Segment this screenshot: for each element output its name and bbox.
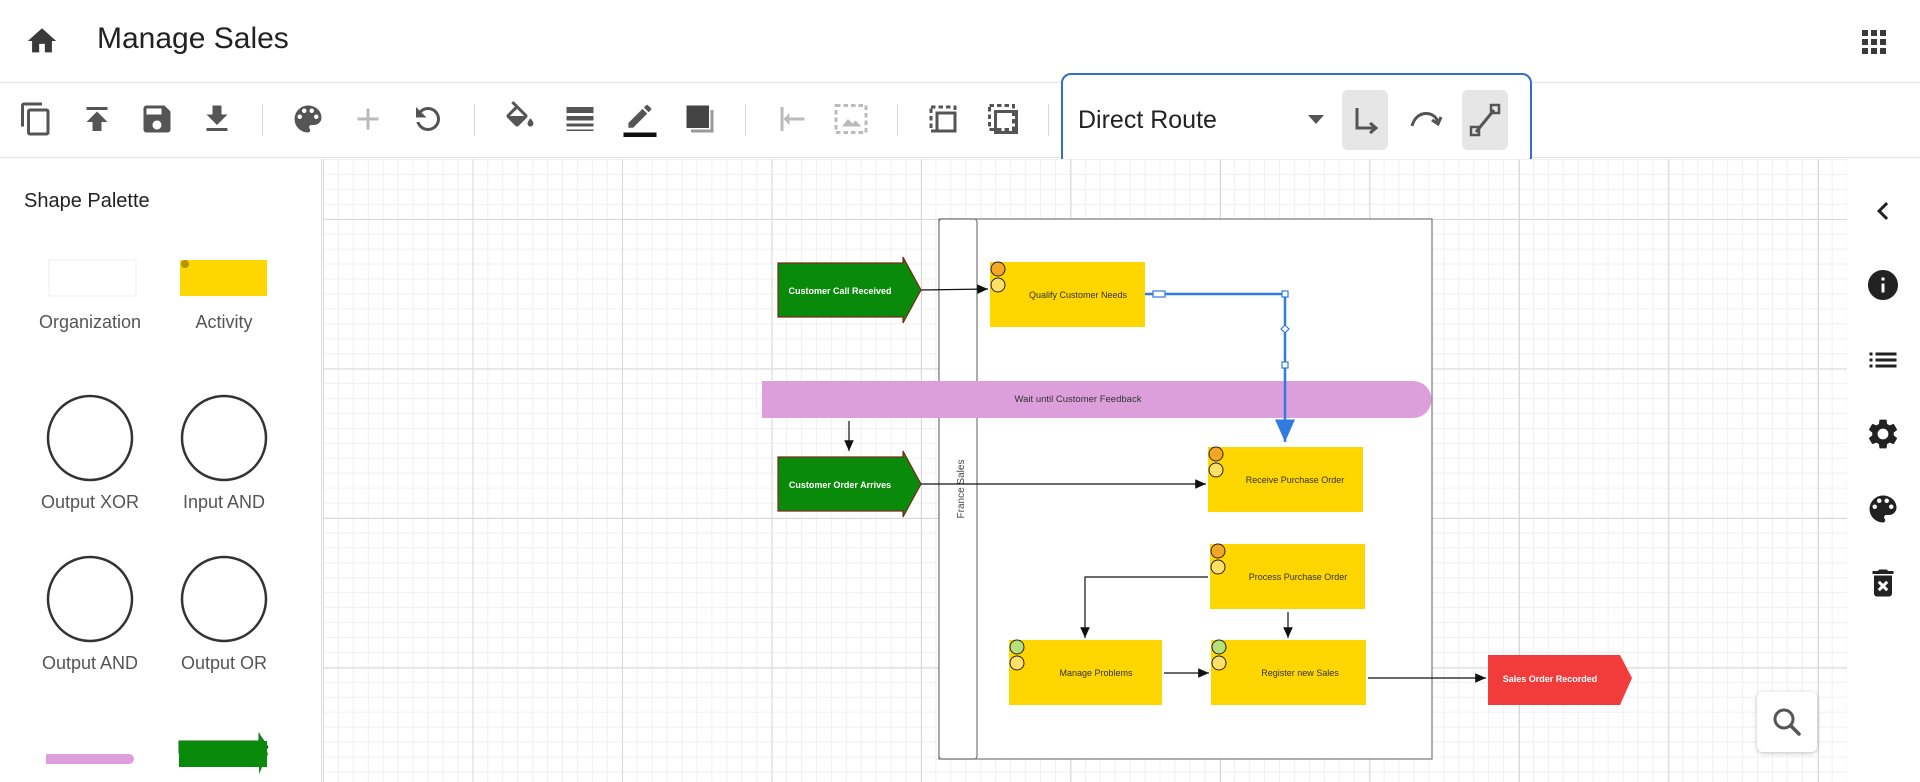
info-icon[interactable] [1865,267,1901,303]
page-title: Manage Sales [97,22,289,55]
chevron-down-icon [1308,115,1324,124]
pen-color-icon[interactable] [622,101,658,137]
app-header: Manage Sales [0,0,1920,83]
search-icon [1773,708,1801,736]
route-selector-panel: Direct Route [1061,73,1532,167]
activity-process[interactable] [1210,544,1365,609]
activity-label: Receive Purchase Order [1246,475,1345,485]
palette-item-label: Output XOR [40,492,140,512]
image-icon[interactable] [833,101,869,137]
route-dropdown-value: Direct Route [1078,106,1217,134]
event-label: Sales Order Recorded [1503,674,1598,684]
palette-item-output-xor[interactable]: Output XOR [25,392,155,532]
selected-connector[interactable] [1145,290,1295,442]
undo-icon[interactable] [410,101,446,137]
home-icon[interactable] [22,24,62,58]
toolbar-divider [897,104,898,136]
wait-label: Wait until Customer Feedback [1015,394,1142,405]
process-diagram: France Sales Wait until Customer Feedbac… [762,218,1632,760]
activity-label: Manage Problems [1059,668,1133,678]
curved-route-icon[interactable] [1402,90,1448,150]
connectors [844,284,1486,683]
shadow-icon[interactable] [682,101,718,137]
activity-manage-problems[interactable] [1009,640,1162,705]
palette-item-output-and[interactable]: Output AND [25,553,155,693]
diagram-canvas[interactable]: France Sales Wait until Customer Feedbac… [323,159,1847,782]
settings-icon[interactable] [1865,416,1901,452]
activity-qualify[interactable] [990,262,1145,327]
apps-grid-icon[interactable] [1860,28,1888,56]
collapse-icon[interactable] [1865,193,1901,229]
save-icon[interactable] [139,101,175,137]
palette-item-label: Output OR [180,653,268,673]
event-label: Customer Call Received [788,286,891,296]
activity-label: Register new Sales [1261,668,1339,678]
lane-label: France Sales [956,460,967,519]
palette-item-wait[interactable] [25,729,155,779]
palette-icon[interactable] [290,101,326,137]
event-label: Customer Order Arrives [789,480,891,490]
route-dropdown[interactable]: Direct Route [1078,98,1338,140]
upload-icon[interactable] [79,101,115,137]
palette-item-output-or[interactable]: Output OR [159,553,289,693]
palette-item-label: Output AND [41,653,139,673]
activity-label: Qualify Customer Needs [1029,290,1128,300]
right-rail [1847,159,1920,782]
wait-shape[interactable] [762,381,1432,418]
toolbar-divider [745,104,746,136]
palette-item-activity[interactable]: Activity [159,249,289,389]
activity-receive[interactable] [1208,447,1363,512]
activity-label: Process Purchase Order [1249,572,1348,582]
lane-header[interactable] [938,218,978,760]
direct-route-icon[interactable] [1462,90,1508,150]
line-style-icon[interactable] [562,101,598,137]
list-icon[interactable] [1865,342,1901,378]
copy-icon[interactable] [18,101,54,137]
role-icon [990,261,1227,671]
palette-item-label: Activity [195,312,253,332]
palette-item-label: Organization [38,312,142,332]
toolbar-divider [474,104,475,136]
delete-icon[interactable] [1865,565,1901,601]
fill-icon[interactable] [502,101,538,137]
shape-palette: Shape Palette Organization Activity Outp… [0,159,322,782]
palette-icon[interactable] [1865,491,1901,527]
event-customer-order[interactable] [777,450,922,518]
elbow-route-icon[interactable] [1342,90,1388,150]
toolbar [0,83,1920,158]
select-area-icon[interactable] [925,101,961,137]
align-left-icon[interactable] [773,101,809,137]
group-icon[interactable] [985,101,1021,137]
search-button[interactable] [1757,692,1817,752]
palette-item-organization[interactable]: Organization [25,249,155,389]
palette-item-label: Input AND [182,492,266,512]
event-customer-call[interactable] [777,256,922,324]
palette-item-event[interactable] [159,729,289,779]
toolbar-divider [1048,104,1049,136]
palette-title: Shape Palette [24,190,150,212]
activity-register[interactable] [1211,640,1366,705]
palette-item-input-and[interactable]: Input AND [159,392,289,532]
add-icon[interactable] [350,101,386,137]
event-sales-order-recorded[interactable] [1488,655,1632,705]
toolbar-divider [262,104,263,136]
download-icon[interactable] [199,101,235,137]
